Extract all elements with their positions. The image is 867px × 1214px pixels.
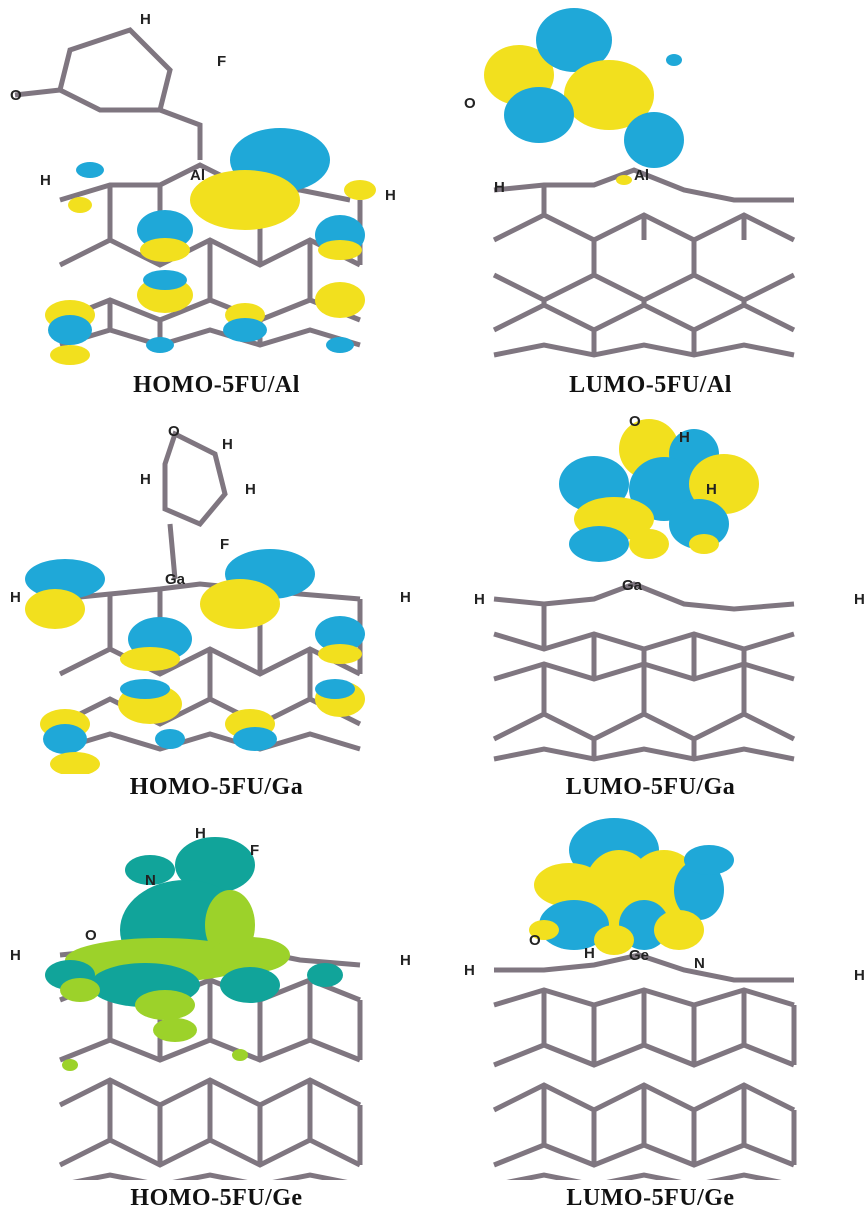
svg-text:H: H [474, 591, 485, 608]
svg-text:O: O [464, 95, 476, 112]
panel-homo-ge: H F N O H H HOMO-5FU/Ge [0, 810, 433, 1214]
panel-homo-al: H F O Al H H HOMO-5FU/Al [0, 0, 433, 404]
caption-homo-ga: HOMO-5FU/Ga [129, 774, 304, 800]
caption-homo-ge: HOMO-5FU/Ge [130, 1185, 303, 1211]
svg-text:H: H [245, 481, 256, 498]
orbital-figure: O Al H [464, 8, 796, 358]
caption-lumo-ga: LUMO-5FU/Ga [565, 774, 736, 800]
svg-text:H: H [679, 429, 690, 446]
atom-labels: H F O Al H H [10, 11, 396, 204]
atom-labels: O H H Ga H H [474, 413, 865, 608]
svg-text:F: F [250, 842, 259, 859]
molecule-structure [492, 581, 796, 762]
svg-text:H: H [400, 589, 411, 606]
atom-labels: H F N O H H [10, 825, 411, 969]
orbital-lobes [559, 419, 759, 562]
orbital-figure: O H Ge N H H [464, 818, 865, 1180]
svg-text:Ga: Ga [622, 577, 643, 594]
svg-text:O: O [10, 87, 22, 104]
orbital-figure: H F O Al H H [10, 11, 396, 365]
atom-labels: O Al H [464, 95, 649, 196]
panel-lumo-al: O Al H LUMO-5FU/Al [434, 0, 867, 404]
svg-text:H: H [222, 436, 233, 453]
molecule-structure [58, 430, 363, 752]
svg-text:H: H [385, 187, 396, 204]
svg-text:Al: Al [190, 167, 205, 184]
atom-labels: O H H H F Ga H H [10, 423, 411, 606]
svg-text:Al: Al [634, 167, 649, 184]
caption-homo-al: HOMO-5FU/Al [133, 372, 300, 398]
svg-text:H: H [10, 947, 21, 964]
svg-text:H: H [40, 172, 51, 189]
orbital-lobes [45, 128, 376, 365]
svg-text:Ga: Ga [165, 571, 186, 588]
svg-text:N: N [694, 955, 705, 972]
panel-lumo-ga: O H H Ga H H LUMO-5FU/Ga [434, 404, 867, 808]
orbital-lobes [484, 8, 684, 185]
panel-homo-ga: O H H H F Ga H H HOMO-5FU/Ga [0, 404, 433, 808]
svg-text:H: H [10, 589, 21, 606]
svg-text:O: O [529, 932, 541, 949]
svg-text:H: H [854, 967, 865, 984]
orbital-figure: O H H H F Ga H H [10, 423, 411, 774]
orbital-lobes [25, 549, 365, 774]
caption-lumo-al: LUMO-5FU/Al [569, 372, 732, 398]
svg-text:H: H [494, 179, 505, 196]
svg-text:H: H [584, 945, 595, 962]
orbital-figure: H F N O H H [10, 825, 411, 1180]
orbital-figure: O H H Ga H H [474, 413, 865, 762]
svg-text:H: H [140, 471, 151, 488]
svg-text:O: O [168, 423, 180, 440]
molecule-structure [492, 167, 796, 358]
svg-text:H: H [464, 962, 475, 979]
svg-text:N: N [145, 872, 156, 889]
caption-lumo-ge: LUMO-5FU/Ge [566, 1185, 735, 1211]
svg-text:O: O [85, 927, 97, 944]
svg-text:F: F [220, 536, 229, 553]
svg-text:Ge: Ge [629, 947, 649, 964]
molecule-structure [492, 952, 797, 1180]
svg-text:H: H [140, 11, 151, 28]
orbital-lobes [529, 818, 734, 955]
panel-lumo-ge: O H Ge N H H LUMO-5FU/Ge [434, 810, 867, 1214]
atom-labels: O H Ge N H H [464, 932, 865, 984]
svg-text:H: H [706, 481, 717, 498]
svg-text:H: H [195, 825, 206, 842]
svg-text:H: H [400, 952, 411, 969]
orbital-lobes [45, 837, 343, 1071]
svg-text:O: O [629, 413, 641, 430]
svg-text:H: H [854, 591, 865, 608]
svg-text:F: F [217, 53, 226, 70]
